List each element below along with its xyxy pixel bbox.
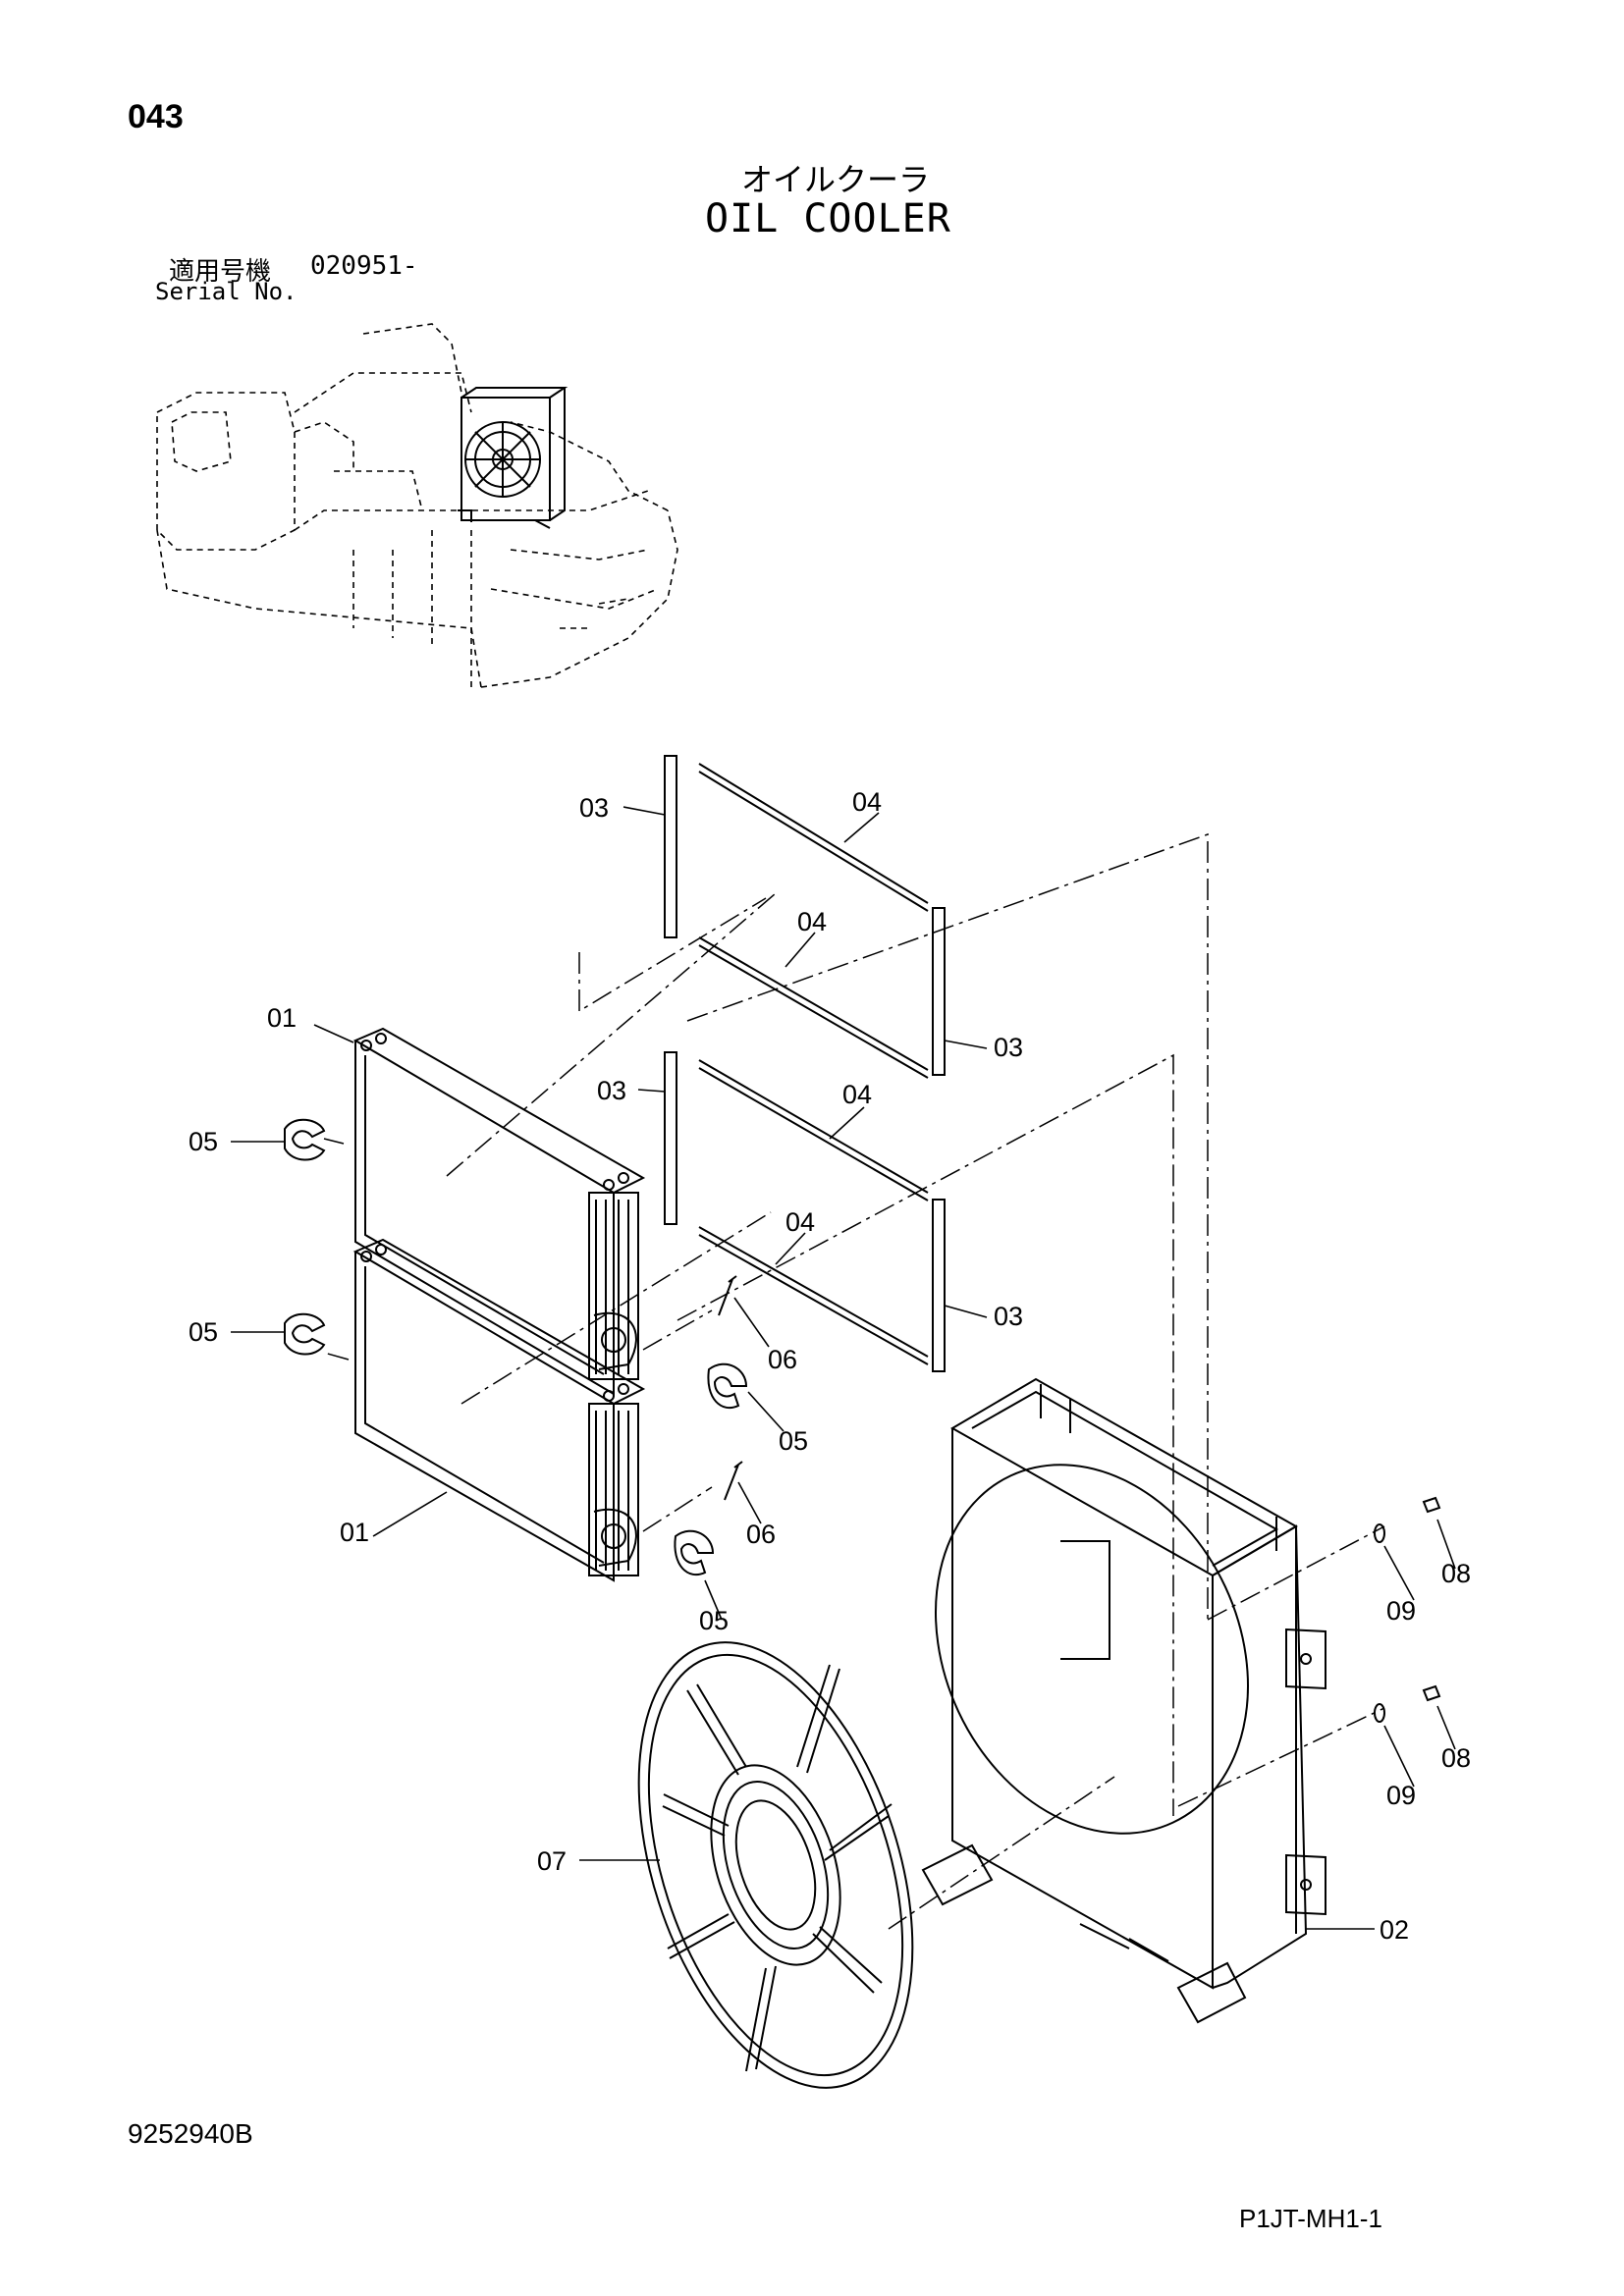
gasket-strips: [664, 755, 946, 1372]
callout-02: 02: [1380, 1915, 1409, 1945]
callout-03: 03: [597, 1076, 626, 1105]
callout-06: 06: [768, 1345, 797, 1374]
document-code: 9252940B: [128, 2118, 253, 2149]
callout-09: 09: [1386, 1596, 1416, 1626]
serial-label-japanese: 適用号機: [169, 257, 272, 287]
callout-03: 03: [579, 793, 609, 823]
callout-labels: 03 04 04 01 03 03 04 05 04 05 06 03 05 01 06 05 08 09 08 09…: [189, 787, 1471, 1945]
callout-05: 05: [779, 1426, 808, 1456]
callout-09: 09: [1386, 1781, 1416, 1810]
clamps: [284, 1118, 748, 1576]
callout-04: 04: [797, 907, 827, 936]
callout-01: 01: [340, 1518, 369, 1547]
serial-number-value: 020951-: [310, 251, 418, 281]
fan-guard: [637, 1641, 914, 2089]
fasteners: [718, 1275, 1441, 1723]
callout-04: 04: [852, 787, 882, 817]
alignment-lines: [323, 832, 1385, 1930]
callout-07: 07: [537, 1846, 567, 1876]
callout-06: 06: [746, 1520, 776, 1549]
callout-03: 03: [994, 1302, 1023, 1331]
callout-01: 01: [267, 1003, 297, 1033]
serial-label-english: Serial No.: [155, 278, 298, 305]
callout-05: 05: [189, 1317, 218, 1347]
page-number: 043: [128, 98, 184, 135]
leader-lines: [231, 806, 1456, 1930]
oil-cooler-core-upper: [352, 1027, 646, 1396]
callout-04: 04: [842, 1080, 872, 1109]
callout-05: 05: [699, 1606, 729, 1635]
callout-08: 08: [1441, 1559, 1471, 1588]
page-title: OIL COOLER: [705, 196, 951, 241]
title-japanese: オイルクーラ: [741, 161, 931, 198]
callout-04: 04: [785, 1207, 815, 1237]
machine-locator-illustration: [156, 323, 678, 688]
shroud-frame: [921, 1377, 1326, 2024]
callout-08: 08: [1441, 1743, 1471, 1773]
page-code: P1JT-MH1-1: [1239, 2204, 1382, 2233]
callout-05: 05: [189, 1127, 218, 1156]
oil-cooler-core-lower: [352, 1238, 646, 1582]
callout-03: 03: [994, 1033, 1023, 1062]
